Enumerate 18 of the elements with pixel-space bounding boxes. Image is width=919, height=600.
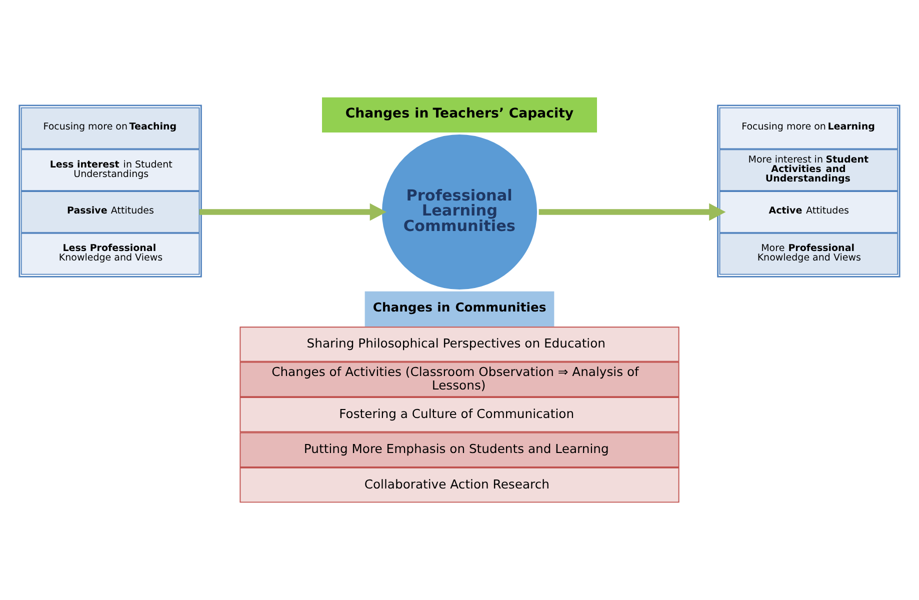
node-box: Putting More Emphasis on Students and Learning xyxy=(240,432,680,468)
node-box: Active Attitudes xyxy=(719,191,898,233)
arrow xyxy=(538,203,726,221)
node-box: Less interest in Student Understandings xyxy=(20,149,200,192)
node-box: Focusing more on Learning xyxy=(719,107,898,150)
node-box: Less Professional Knowledge and Views xyxy=(20,232,200,275)
node-box: More Professional Knowledge and Views xyxy=(719,232,898,275)
node-box: Focusing more on Teaching xyxy=(20,107,200,150)
node-circle: Professional Learning Communities xyxy=(379,132,540,292)
node-box: Passive Attitudes xyxy=(20,191,200,233)
node-box: Fostering a Culture of Communication xyxy=(240,397,680,432)
node-box: Changes in Communities xyxy=(364,291,554,327)
node-box: Changes of Activities (Classroom Observation ⇒ Analysis of Lessons) xyxy=(240,362,680,398)
node-box: Collaborative Action Research xyxy=(240,467,680,503)
node-box: Changes in Teachers’ Capacity xyxy=(322,97,597,133)
node-box: Sharing Philosophical Perspectives on Education xyxy=(240,326,680,362)
arrow xyxy=(199,203,386,221)
node-box: More interest in Student Activities and Understandings xyxy=(719,149,898,192)
